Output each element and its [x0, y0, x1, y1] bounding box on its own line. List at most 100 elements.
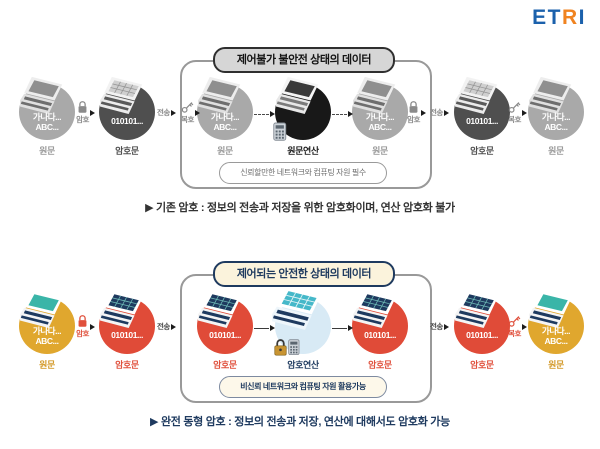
node-label: 원문 — [372, 146, 388, 156]
dashed-line — [332, 113, 347, 115]
laptop-icon — [272, 285, 334, 338]
node-ciphertext: 010101... 암호문 — [352, 298, 408, 371]
plaintext-circle: 가나다...ABC... — [528, 84, 584, 140]
transfer-label: 전송 — [430, 322, 443, 331]
logo-letter: T — [547, 6, 562, 29]
node-plaintext: 가나다...ABC... 원문 — [197, 84, 253, 157]
connector-label: 복호 — [181, 115, 194, 124]
encrypt-connector: 암호 — [76, 314, 95, 339]
ciphertext-compute-circle — [275, 298, 331, 354]
node-ciphertext: 010101... 암호문 — [99, 298, 155, 371]
connector-label: 암호 — [76, 329, 89, 338]
node-plaintext: 가나다...ABC... 원문 — [528, 84, 584, 157]
arrow-icon — [90, 109, 95, 116]
plaintext-circle: 가나다...ABC... — [197, 84, 253, 140]
lock-icon — [273, 338, 288, 356]
node-label: 암호연산 — [287, 360, 319, 370]
decrypt-connector: 복호 — [508, 100, 527, 125]
lock-icon — [407, 100, 420, 114]
laptop-icon — [276, 75, 330, 121]
circle-text: 가나다... — [32, 111, 62, 122]
circle-text: 가나다... — [365, 111, 395, 122]
lock-icon — [76, 100, 89, 114]
connector-label: 암호 — [407, 115, 420, 124]
node-label: 원문 — [217, 146, 233, 156]
ciphertext-circle: 010101... — [99, 298, 155, 354]
node-label: 원문 — [39, 360, 55, 370]
arrow-icon — [90, 323, 95, 330]
laptop-icon — [100, 289, 154, 335]
etri-logo: ETRI — [532, 6, 586, 30]
connector-label: 암호 — [76, 115, 89, 124]
ciphertext-circle: 010101... — [99, 84, 155, 140]
key-icon — [508, 100, 521, 114]
caption-existing-crypto: ▶ 기존 암호 : 정보의 전송과 저장을 위한 암호화이며, 연산 암호화 불… — [145, 202, 455, 214]
arrow-icon — [348, 111, 353, 117]
ciphertext-circle: 010101... — [352, 298, 408, 354]
node-label: 암호문 — [470, 360, 494, 370]
transfer-connector: 전송 — [157, 107, 176, 118]
logo-letter: I — [578, 6, 586, 29]
node-ciphertext: 010101... 암호문 — [99, 84, 155, 157]
circle-text: ABC... — [35, 122, 59, 133]
section-title-pill: 제어불가 불안전 상태의 데이터 — [213, 47, 395, 73]
circle-text: ABC... — [544, 336, 568, 347]
node-plaintext: 가나다...ABC... 원문 — [19, 84, 75, 157]
circle-text: ABC... — [213, 122, 237, 133]
laptop-icon — [455, 289, 509, 335]
caption-homomorphic-crypto: ▶ 완전 동형 암호 : 정보의 전송과 저장, 연산에 대해서도 암호화 가능 — [150, 416, 450, 428]
circle-text: ABC... — [544, 122, 568, 133]
circle-text: 010101... — [466, 330, 498, 341]
logo-letter: E — [532, 6, 548, 29]
dashed-arrow-connector — [332, 111, 353, 117]
calculator-icon — [288, 339, 301, 356]
solid-arrow-connector — [254, 325, 275, 331]
solid-line — [254, 327, 269, 329]
dashed-line — [254, 113, 269, 115]
arrow-icon — [421, 109, 426, 116]
node-label: 암호문 — [115, 146, 139, 156]
node-ciphertext: 010101... 암호문 — [197, 298, 253, 371]
node-plaintext-compute: 원문연산 — [275, 84, 331, 157]
arrow-icon — [170, 109, 176, 116]
encrypt-connector: 암호 — [76, 100, 95, 125]
plaintext-circle: 가나다...ABC... — [528, 298, 584, 354]
lock-icon — [76, 314, 89, 328]
encrypt-connector: 암호 — [407, 100, 426, 125]
arrow-icon — [270, 111, 275, 117]
key-icon — [508, 314, 521, 328]
arrow-icon — [195, 109, 200, 116]
node-label: 원문 — [39, 146, 55, 156]
node-ciphertext: 010101... 암호문 — [454, 298, 510, 371]
circle-text: 가나다... — [541, 111, 571, 122]
transfer-connector: 전송 — [430, 107, 449, 118]
calculator-icon — [273, 122, 288, 142]
arrow-icon — [522, 109, 527, 116]
node-label: 암호문 — [213, 360, 237, 370]
node-label: 암호문 — [368, 360, 392, 370]
laptop-icon — [455, 75, 509, 121]
decrypt-connector: 복호 — [508, 314, 527, 339]
node-plaintext: 가나다...ABC... 원문 — [352, 84, 408, 157]
arrow-icon — [270, 325, 275, 331]
decrypt-connector: 복호 — [181, 100, 200, 125]
arrow-icon — [443, 109, 449, 116]
node-ciphertext-compute: 암호연산 — [275, 298, 331, 371]
key-icon — [181, 100, 194, 114]
node-label: 암호문 — [470, 146, 494, 156]
circle-text: 010101... — [111, 116, 143, 127]
transfer-label: 전송 — [157, 322, 170, 331]
transfer-connector: 전송 — [430, 321, 449, 332]
ciphertext-circle: 010101... — [454, 298, 510, 354]
ciphertext-circle: 010101... — [454, 84, 510, 140]
connector-label: 복호 — [508, 115, 521, 124]
ciphertext-circle: 010101... — [197, 298, 253, 354]
node-label: 암호문 — [115, 360, 139, 370]
node-label: 원문연산 — [287, 146, 319, 156]
laptop-icon — [100, 75, 154, 121]
connector-label: 복호 — [508, 329, 521, 338]
arrow-icon — [348, 325, 353, 331]
node-label: 원문 — [548, 360, 564, 370]
transfer-label: 전송 — [157, 108, 170, 117]
